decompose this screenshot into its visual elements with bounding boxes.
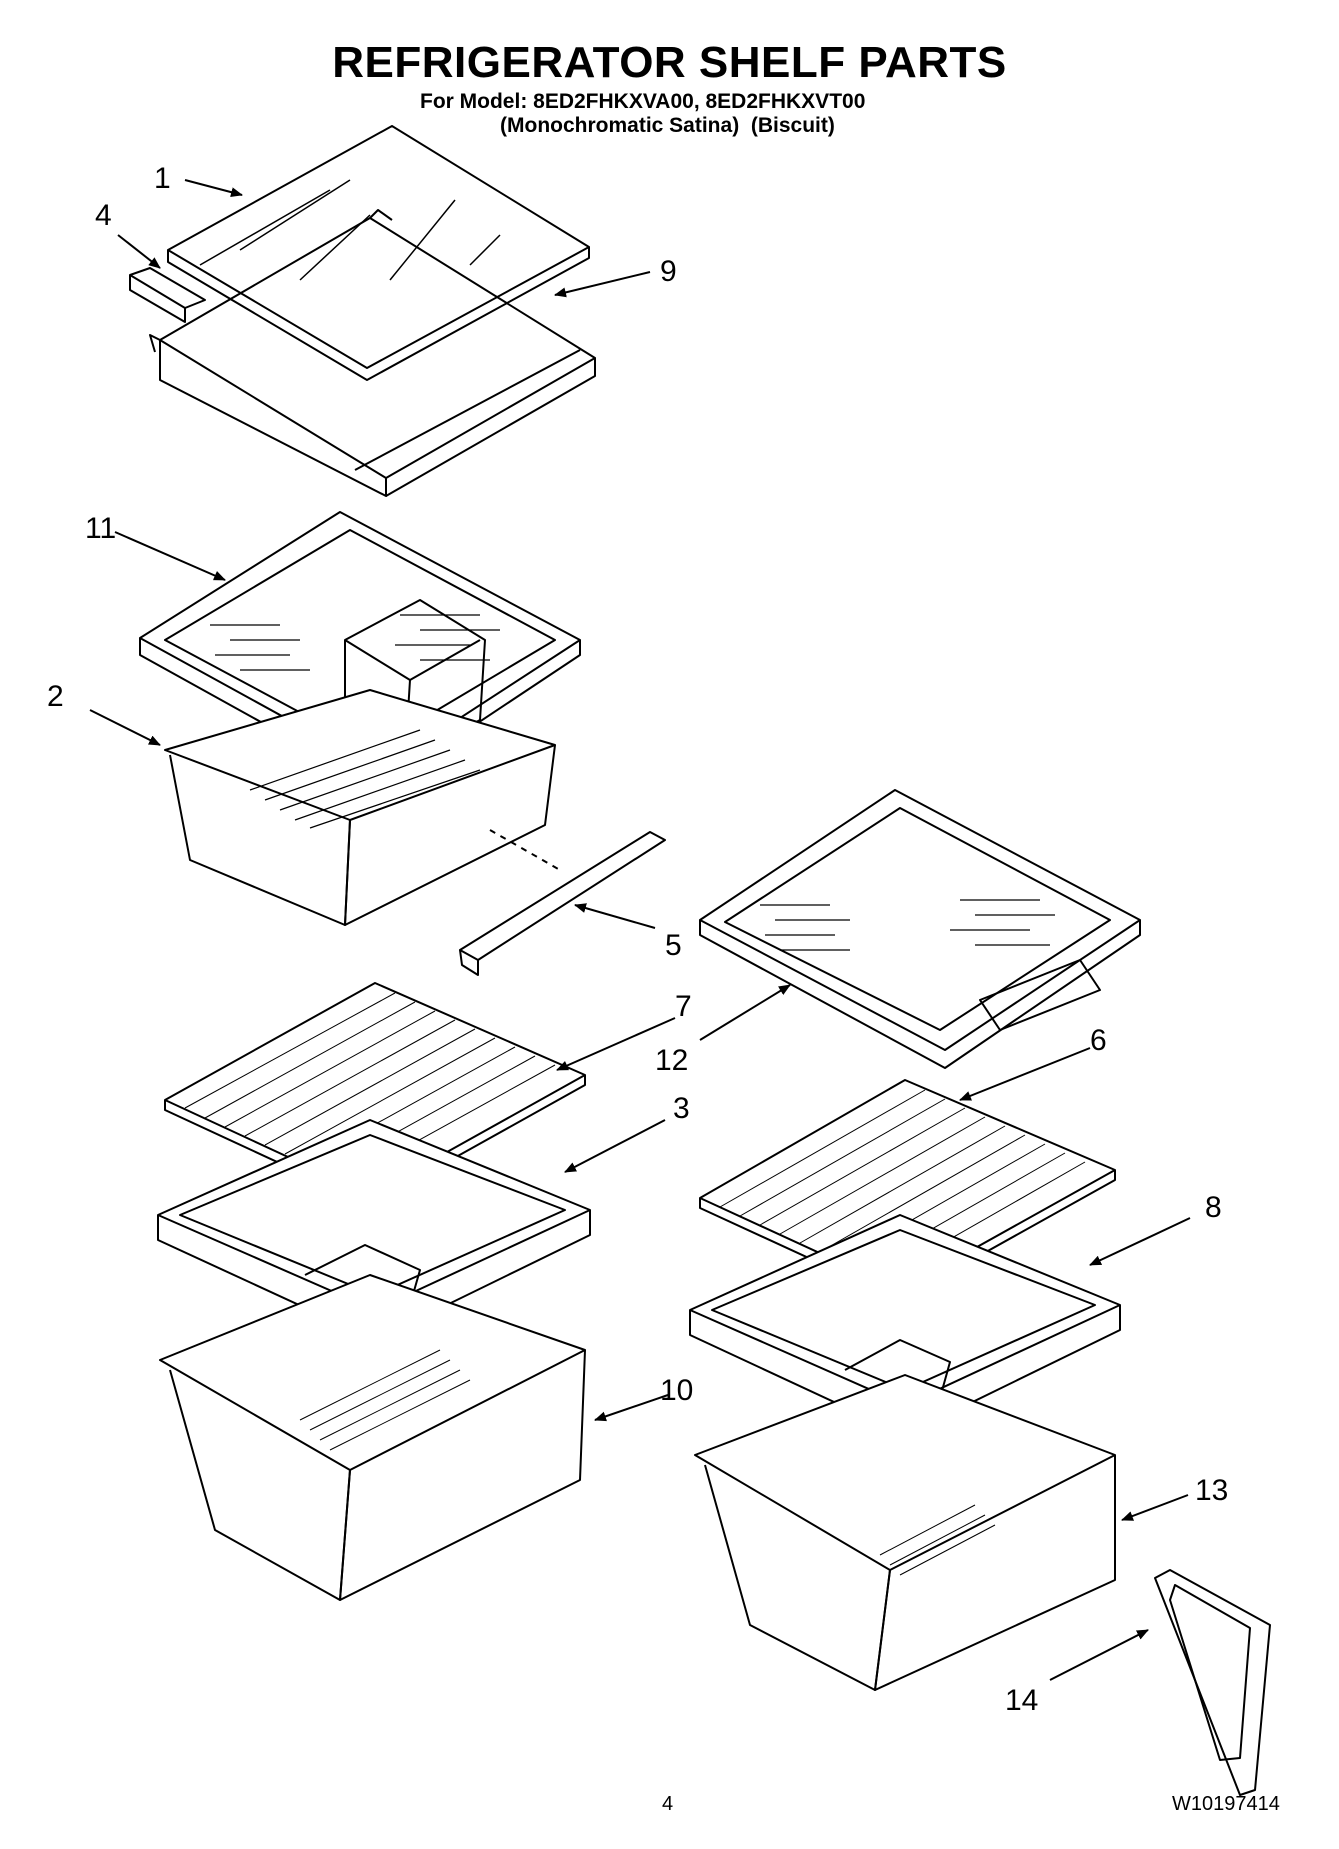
- part-3-crisper-frame: [157, 1119, 591, 1341]
- part-2-pan: [164, 689, 556, 926]
- callout-2: 2: [47, 680, 64, 713]
- callout-13: 13: [1195, 1474, 1228, 1507]
- callout-1: 1: [154, 162, 171, 195]
- part-9-shelf-frame: [149, 209, 596, 497]
- callout-12: 12: [655, 1044, 688, 1077]
- part-12-shelf: [699, 789, 1141, 1069]
- part-4-trim: [129, 267, 206, 323]
- callout-3: 3: [673, 1092, 690, 1125]
- callout-4: 4: [95, 199, 112, 232]
- part-1-glass-shelf: [167, 125, 590, 381]
- part-14-humidity-control: [1154, 1569, 1271, 1796]
- page-title: REFRIGERATOR SHELF PARTS: [332, 38, 1007, 87]
- model-line: For Model: 8ED2FHKXVA00, 8ED2FHKXVT00: [420, 90, 866, 113]
- color-line: (Monochromatic Satina) (Biscuit): [500, 114, 835, 137]
- callout-6: 6: [1090, 1024, 1107, 1057]
- callout-10: 10: [660, 1374, 693, 1407]
- page-number: 4: [662, 1793, 674, 1815]
- callout-5: 5: [665, 929, 682, 962]
- callout-9: 9: [660, 255, 677, 288]
- part-5-trim: [459, 831, 666, 976]
- part-13-crisper-pan: [694, 1374, 1116, 1691]
- document-number: W10197414: [1172, 1793, 1280, 1815]
- callout-14: 14: [1005, 1684, 1038, 1717]
- part-10-crisper-pan: [159, 1274, 586, 1601]
- callout-7: 7: [675, 990, 692, 1023]
- callout-8: 8: [1205, 1191, 1222, 1224]
- part-7-cover-glass: [164, 982, 586, 1206]
- callout-11: 11: [85, 512, 116, 545]
